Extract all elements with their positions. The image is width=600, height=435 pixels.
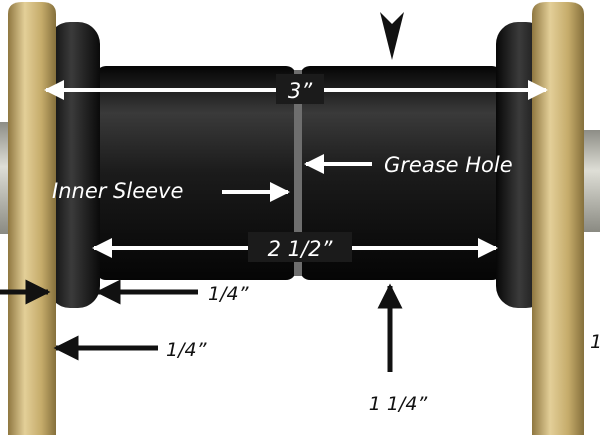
dimension-overall-length: 3” — [288, 79, 313, 103]
bushing-right-half — [300, 66, 502, 280]
top-pointer-icon — [380, 12, 404, 60]
dimension-bushing-length: 2 1/2” — [268, 237, 334, 261]
bushing-left-half — [96, 66, 296, 280]
label-clipped-right: 1 — [590, 331, 600, 353]
dimension-plate: 1/4” — [166, 339, 207, 361]
label-inner-sleeve: Inner Sleeve — [52, 179, 183, 203]
plate-right — [532, 2, 584, 435]
dimension-flange: 1/4” — [208, 283, 249, 305]
dimension-diameter: 1 1/4” — [369, 393, 428, 415]
center-split — [294, 70, 302, 276]
label-grease-hole: Grease Hole — [384, 153, 513, 177]
plate-left — [8, 2, 56, 435]
